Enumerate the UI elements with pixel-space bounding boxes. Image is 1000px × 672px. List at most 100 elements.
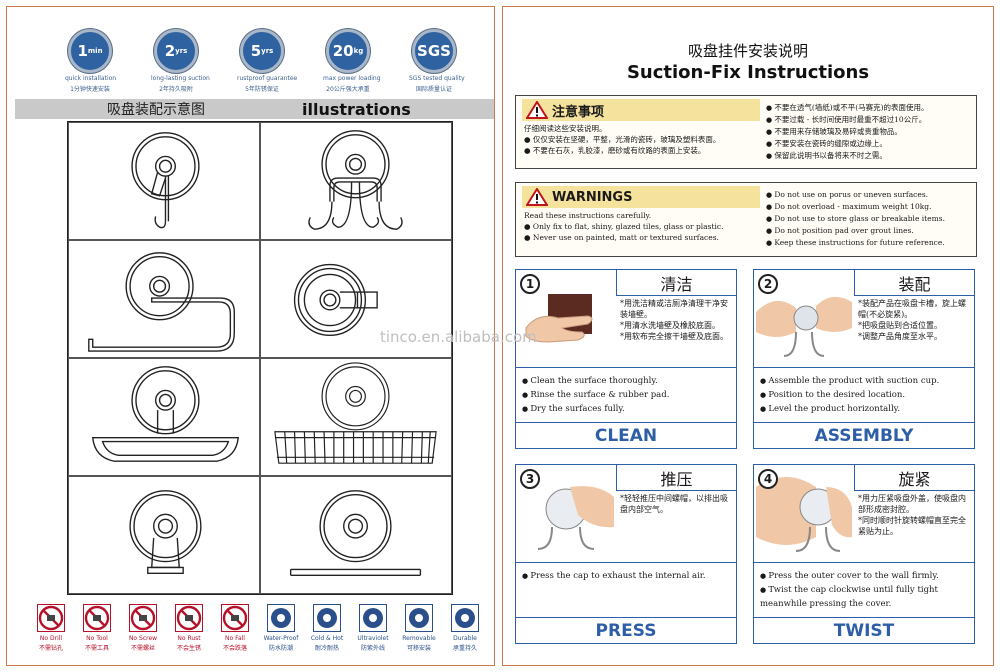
notice-line: 保留此说明书以备将来不时之需。	[766, 150, 976, 162]
illustration-storage-basket	[260, 358, 452, 476]
step-line-cn: *用清水洗墙壁及橡胶底面。	[620, 321, 720, 330]
illustration-paper-holder-front	[68, 240, 260, 358]
badge-caption-cn: 20公斤强大承重	[326, 86, 370, 93]
no-screw-icon	[128, 603, 158, 633]
feature-label-cn: 防紫外线	[360, 645, 385, 652]
step-line-cn: *用洗洁精或洁厕净清理干净安装墙壁。	[620, 299, 728, 319]
step-photo	[518, 272, 614, 366]
notice-line: 不要安装在瓷砖的缝隙或边缘上。	[766, 138, 976, 150]
notice-cn-box: 注意事项 仔细阅读这些安装说明。● 仅仅安装在坚硬，平整，光滑的瓷砖，玻璃及塑料…	[515, 95, 977, 169]
badge-sub: yrs	[175, 47, 188, 55]
thermometer-icon	[312, 603, 342, 633]
illustration-hanger-b	[260, 476, 452, 594]
badge-caption-cn: 2年持久吸附	[159, 86, 193, 93]
notice-en-left: Read these instructions carefully.● Only…	[524, 210, 768, 243]
feature-label-cn: 不会跌落	[222, 645, 247, 652]
banner-en: illustrations	[302, 99, 411, 119]
step-line-cn: *调整产品角度至水平。	[858, 332, 942, 341]
illustration-double-hook	[260, 122, 452, 240]
instructions-panel: 吸盘挂件安装说明 Suction-Fix Instructions 注意事项 仔…	[502, 6, 994, 666]
notice-line: Do not use to store glass or breakable i…	[766, 213, 976, 225]
notice-en-right: Do not use on porus or uneven surfaces.D…	[766, 189, 976, 249]
badge-sub: min	[87, 47, 103, 55]
notice-cn-left: 仔细阅读这些安装说明。● 仅仅安装在坚硬，平整，光滑的瓷砖，玻璃及塑料表面。● …	[524, 123, 768, 156]
notice-cn-right: 不要在透气(墙纸)或不平(马赛克)的表面使用。不要过载 - 长时间使用时最重不超…	[766, 102, 976, 162]
step-text-en: Press the cap to exhaust the internal ai…	[522, 569, 732, 583]
feature-label-en: No Rust	[177, 635, 201, 642]
step-line-en: Twist the cap clockwise until fully tigh…	[760, 583, 970, 611]
no-fall-icon	[220, 603, 250, 633]
feature-label-cn: 可移安装	[406, 645, 431, 652]
step-text-en: Press the outer cover to the wall firmly…	[760, 569, 970, 611]
warning-triangle-icon	[526, 101, 548, 119]
badge-sub: kg	[353, 47, 364, 55]
step-footer: PRESS	[516, 617, 736, 643]
step-photo	[518, 467, 614, 561]
step-card: 3推压*轻轻推压中间螺帽，以排出吸盘内部空气。 Press the cap to …	[515, 464, 737, 644]
step-line-en: Clean the surface thoroughly.	[522, 374, 732, 388]
step-text-cn: *用洗洁精或洁厕净清理干净安装墙壁。*用清水洗墙壁及橡胶底面。*用软布完全擦干墙…	[620, 298, 732, 342]
notice-line: Keep these instructions for future refer…	[766, 237, 976, 249]
step-footer: TWIST	[754, 617, 974, 643]
badge-sub: yrs	[261, 47, 274, 55]
badge-caption-cn: 国际质量认证	[415, 86, 452, 93]
badge-caption-en: max power loading	[323, 75, 381, 82]
illustration-single-hook	[68, 122, 260, 240]
badge-circle: SGS	[412, 29, 456, 73]
step-photo	[756, 467, 852, 561]
feature-label-en: No Tool	[86, 635, 108, 642]
step-line-en: Dry the surfaces fully.	[522, 402, 732, 416]
step-title-cn: 清洁	[616, 270, 736, 296]
no-drill-icon	[36, 603, 66, 633]
notice-line: Do not overload - maximum weight 10kg.	[766, 201, 976, 213]
step-text-en: Clean the surface thoroughly.Rinse the s…	[522, 374, 732, 416]
watermark: tinco.en.alibaba.com	[380, 328, 537, 346]
step-number: 2	[758, 274, 778, 294]
badge-main: 2	[164, 42, 176, 60]
step-line-en: Press the outer cover to the wall firmly…	[760, 569, 970, 583]
step-text-en: Assemble the product with suction cup.Po…	[760, 374, 970, 416]
water-proof-icon	[266, 603, 296, 633]
illustration-hanger-a	[68, 476, 260, 594]
notice-line: Do not use on porus or uneven surfaces.	[766, 189, 976, 201]
feature-label-cn: 不需螺丝	[130, 645, 155, 652]
feature-label-en: Water-Proof	[263, 635, 299, 642]
feature-label-en: No Screw	[128, 635, 158, 642]
notice-line: 不要过载 - 长时间使用时最重不超过10公斤。	[766, 114, 976, 126]
step-number: 3	[520, 469, 540, 489]
notice-line: Do not position pad over grout lines.	[766, 225, 976, 237]
illustration-soap-dish	[68, 358, 260, 476]
notice-line: Read these instructions carefully.	[524, 211, 652, 220]
step-line-en: Rinse the surface & rubber pad.	[522, 388, 732, 402]
title-en: Suction-Fix Instructions	[626, 62, 870, 83]
no-tool-icon	[82, 603, 112, 633]
feature-label-en: Cold & Hot	[310, 635, 344, 642]
notice-line: 不要在透气(墙纸)或不平(马赛克)的表面使用。	[766, 102, 976, 114]
badge-main: 1	[77, 42, 88, 60]
feature-label-cn: 不需钻孔	[38, 645, 63, 652]
feature-icon-item: No Screw 不需螺丝	[121, 603, 165, 653]
step-line-cn: *用力压紧吸盘外盖，使吸盘内部形成密封腔。	[858, 494, 966, 514]
step-line-en: Level the product horizontally.	[760, 402, 970, 416]
notice-en-box: WARNINGS Read these instructions careful…	[515, 182, 977, 257]
step-text-cn: *用力压紧吸盘外盖，使吸盘内部形成密封腔。*同时顺时针旋转螺帽直至完全紧贴为止。	[858, 493, 970, 537]
badge-caption-en: SGS tested quality	[409, 75, 465, 82]
step-footer: CLEAN	[516, 422, 736, 448]
